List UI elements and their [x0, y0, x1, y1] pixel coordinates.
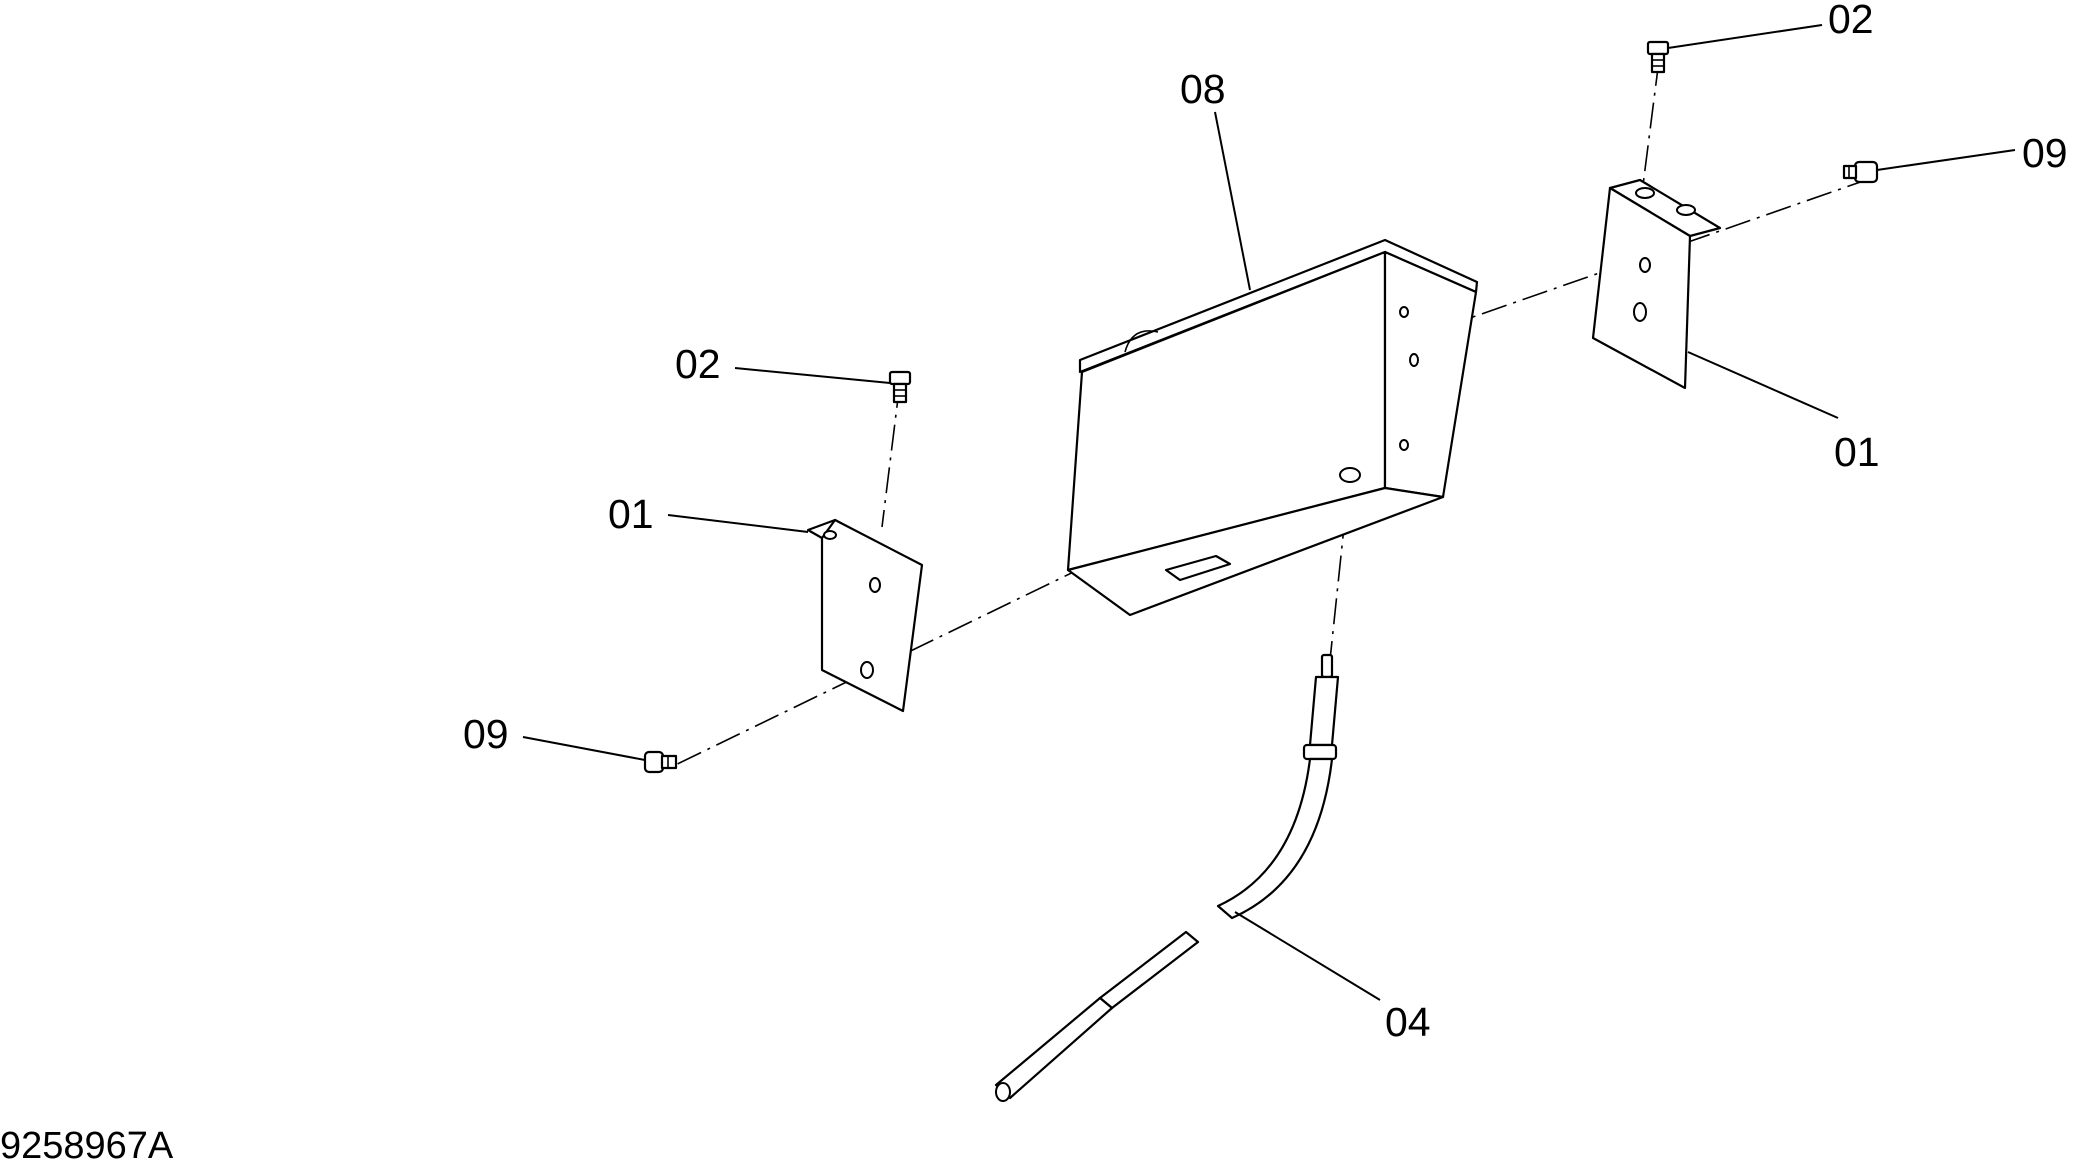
bracket-left [806, 518, 924, 713]
callout-01-left: 01 [608, 491, 654, 537]
callout-04: 04 [1385, 999, 1431, 1045]
leader-lines [522, 24, 2016, 1001]
callout-09-right: 09 [2022, 130, 2068, 176]
callout-labels: 08 02 02 01 01 09 09 04 [463, 0, 2068, 1045]
screw-09-left [643, 750, 678, 774]
screw-09-right [1842, 160, 1879, 184]
callout-09-left: 09 [463, 711, 509, 757]
callout-02-left: 02 [675, 341, 721, 387]
screw-02-right [1646, 40, 1670, 74]
callout-01-right: 01 [1834, 429, 1880, 475]
drawing-number: 9258967A [0, 1125, 174, 1163]
bracket-right [1591, 178, 1722, 390]
box-enclosure [1066, 238, 1479, 617]
callout-02-right: 02 [1828, 0, 1874, 42]
screw-02-left [888, 370, 912, 404]
callout-08: 08 [1180, 66, 1226, 112]
sensor-cable [994, 653, 1340, 1102]
